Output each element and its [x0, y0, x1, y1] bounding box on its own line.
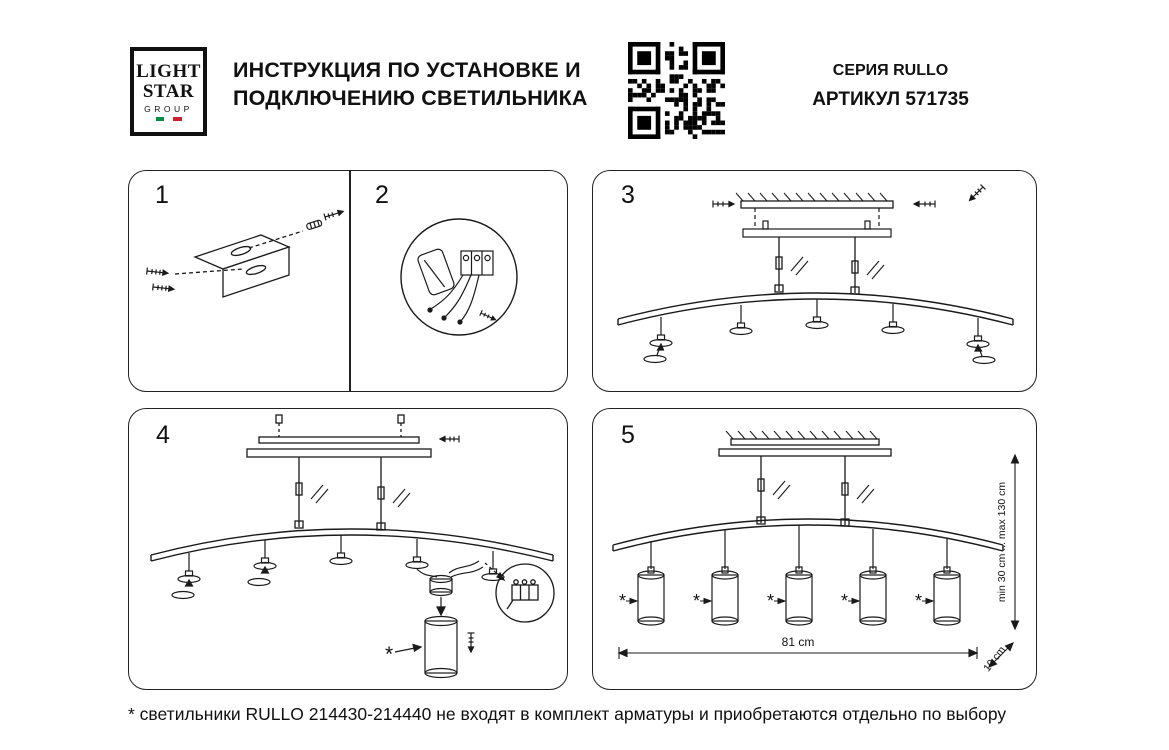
step-2-number: 2 [375, 181, 389, 209]
rail-drops [643, 299, 996, 365]
driver-box [417, 248, 455, 296]
ceiling-hatch [725, 430, 878, 440]
product-meta: СЕРИЯ RULLO АРТИКУЛ 571735 [788, 62, 993, 111]
logo-line2: STAR [142, 80, 195, 102]
step-1-number: 1 [155, 181, 169, 209]
asterisk-mark: * [619, 591, 626, 611]
shade-height-dimension [988, 642, 1014, 668]
ceiling-hatch [735, 192, 888, 202]
step-4-drawing: * [150, 414, 555, 679]
screw-icon [479, 310, 497, 321]
step-1-2-drawing [146, 209, 518, 336]
curved-rail [612, 518, 1004, 552]
step-5-number: 5 [621, 421, 635, 449]
screw-icon [712, 200, 736, 208]
screw-icon [968, 184, 986, 202]
canopy-plate [742, 208, 892, 238]
suspension-stems [756, 456, 850, 527]
width-dimension [617, 647, 979, 659]
dowel-icon [306, 219, 323, 230]
step-3-number: 3 [621, 181, 635, 209]
terminal-block [460, 250, 494, 276]
lamp-shades [637, 525, 961, 626]
screw-icon [146, 267, 170, 277]
asterisk-marks: * * * * * [619, 591, 922, 611]
canopy-assembly [718, 438, 892, 457]
title-line1: ИНСТРУКЦИЯ ПО УСТАНОВКЕ И [233, 58, 581, 82]
series-label: СЕРИЯ RULLO [832, 62, 949, 79]
terminal-detail-circle [495, 563, 555, 623]
rail-drops [171, 535, 505, 600]
shade-height-label: 10 cm [981, 644, 1008, 674]
width-dimension-label: 81 cm [782, 635, 815, 649]
title-line2: ПОДКЛЮЧЕНИЮ СВЕТИЛЬНИКА [233, 86, 588, 111]
page-title: ИНСТРУКЦИЯ ПО УСТАНОВКЕ И ПОДКЛЮЧЕНИЮ СВ… [233, 56, 588, 113]
logo-line3: GROUP [144, 103, 193, 114]
screw-icon [323, 209, 345, 221]
break-marks [772, 480, 875, 504]
asterisk-mark: * [915, 591, 922, 611]
screw-icon [912, 200, 936, 208]
suspension-stems [774, 237, 860, 295]
asterisk-arrow [394, 643, 423, 653]
asterisk-mark: * [841, 591, 848, 611]
footnote: * светильники RULLO 214430-214440 не вхо… [128, 704, 1007, 724]
socket-assembly [416, 560, 506, 597]
panel-step-5: 5 [592, 408, 1037, 690]
wiring-detail-circle [400, 218, 518, 336]
step-4-number: 4 [156, 421, 170, 449]
italian-flag-icon [155, 116, 182, 121]
curved-rail [150, 528, 554, 562]
asterisk-mark: * [767, 591, 774, 611]
panel-divider [349, 171, 351, 391]
wires [427, 274, 480, 325]
ceiling-bar [740, 200, 894, 209]
asterisk-mark: * [385, 643, 393, 666]
article-label: АРТИКУЛ 571735 [812, 89, 969, 110]
logo-line1: LIGHT [136, 61, 201, 83]
suspension-stems [294, 457, 386, 531]
screw-icon [152, 283, 176, 293]
panel-step-3: 3 [592, 170, 1037, 392]
height-dimension-label: min 30 cm ... max 130 cm [996, 482, 1008, 602]
lightstar-logo: LIGHT STAR GROUP [130, 47, 207, 136]
step-3-drawing [617, 184, 1014, 365]
canopy-assembly [246, 414, 432, 458]
screw-icon [438, 435, 460, 443]
curved-rail [617, 292, 1014, 326]
asterisk-mark: * [693, 591, 700, 611]
qr-code [628, 42, 725, 139]
break-marks [790, 256, 885, 280]
height-dimension [1010, 453, 1020, 631]
screw-icon [467, 632, 475, 654]
panel-steps-1-2: 1 2 [128, 170, 568, 392]
asterisk-arrows [626, 597, 935, 605]
break-marks [310, 484, 411, 508]
lamp-shade [424, 597, 458, 679]
step-5-drawing: * * * * * 81 cm [612, 430, 1020, 674]
bracket-drawing [174, 230, 304, 298]
panel-step-4: 4 [128, 408, 568, 690]
